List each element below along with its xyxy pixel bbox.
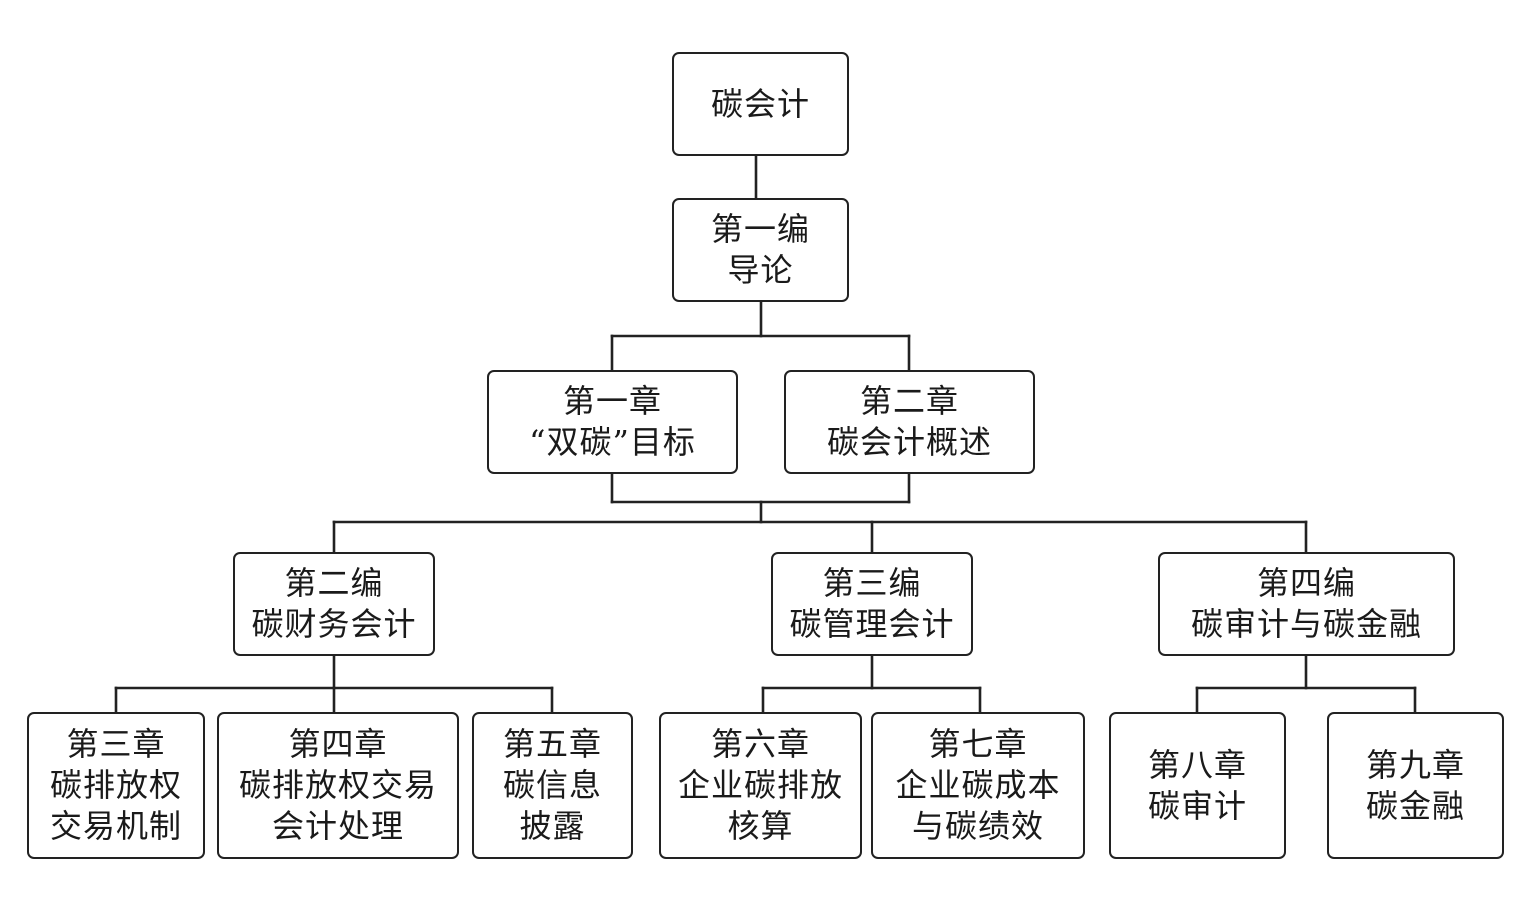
node-label: 企业碳排放 bbox=[677, 766, 843, 804]
node-label: 第五章 bbox=[502, 725, 602, 763]
node-chapter5: 第五章 碳信息 披露 bbox=[472, 712, 633, 859]
node-label: 第七章 bbox=[928, 725, 1028, 763]
node-label: 碳排放权 bbox=[49, 766, 182, 804]
node-root-carbon-accounting: 碳会计 bbox=[672, 52, 849, 156]
node-label: 第九章 bbox=[1365, 745, 1465, 784]
node-label: 碳审计与碳金融 bbox=[1190, 605, 1422, 643]
node-label: 第二编 bbox=[284, 564, 384, 602]
node-label: 碳金融 bbox=[1365, 786, 1465, 825]
node-label: 交易机制 bbox=[49, 807, 182, 845]
node-chapter8: 第八章 碳审计 bbox=[1109, 712, 1286, 859]
node-label: 第八章 bbox=[1147, 745, 1247, 784]
node-chapter1: 第一章 “双碳”目标 bbox=[487, 370, 738, 474]
node-part1-introduction: 第一编 导论 bbox=[672, 198, 849, 302]
node-label: 第四章 bbox=[288, 725, 388, 763]
node-label: 核算 bbox=[727, 807, 794, 845]
node-label: 第二章 bbox=[859, 382, 959, 420]
node-label: 碳财务会计 bbox=[251, 605, 417, 643]
node-label: 第三章 bbox=[66, 725, 166, 763]
node-label: 会计处理 bbox=[271, 807, 404, 845]
node-label: 第一章 bbox=[562, 382, 662, 420]
node-chapter9: 第九章 碳金融 bbox=[1327, 712, 1504, 859]
node-label: 第四编 bbox=[1256, 564, 1356, 602]
node-chapter2: 第二章 碳会计概述 bbox=[784, 370, 1035, 474]
node-chapter6: 第六章 企业碳排放 核算 bbox=[659, 712, 862, 859]
node-label: 第三编 bbox=[822, 564, 922, 602]
node-label: 与碳绩效 bbox=[911, 807, 1044, 845]
node-label: 第一编 bbox=[710, 210, 810, 248]
node-label: 导论 bbox=[727, 251, 794, 289]
node-label: “双碳”目标 bbox=[529, 423, 696, 461]
node-chapter4: 第四章 碳排放权交易 会计处理 bbox=[217, 712, 459, 859]
node-label: 第六章 bbox=[710, 725, 810, 763]
node-part3-management-accounting: 第三编 碳管理会计 bbox=[771, 552, 973, 656]
node-part4-audit-finance: 第四编 碳审计与碳金融 bbox=[1158, 552, 1455, 656]
node-label: 碳审计 bbox=[1147, 786, 1247, 825]
node-chapter7: 第七章 企业碳成本 与碳绩效 bbox=[871, 712, 1085, 859]
node-part2-financial-accounting: 第二编 碳财务会计 bbox=[233, 552, 435, 656]
node-label: 企业碳成本 bbox=[895, 766, 1061, 804]
node-label: 披露 bbox=[519, 807, 586, 845]
node-label: 碳管理会计 bbox=[789, 605, 955, 643]
node-label: 碳排放权交易 bbox=[238, 766, 437, 804]
node-chapter3: 第三章 碳排放权 交易机制 bbox=[27, 712, 205, 859]
node-label: 碳会计概述 bbox=[826, 423, 992, 461]
node-label: 碳信息 bbox=[502, 766, 602, 804]
node-label: 碳会计 bbox=[710, 84, 810, 123]
